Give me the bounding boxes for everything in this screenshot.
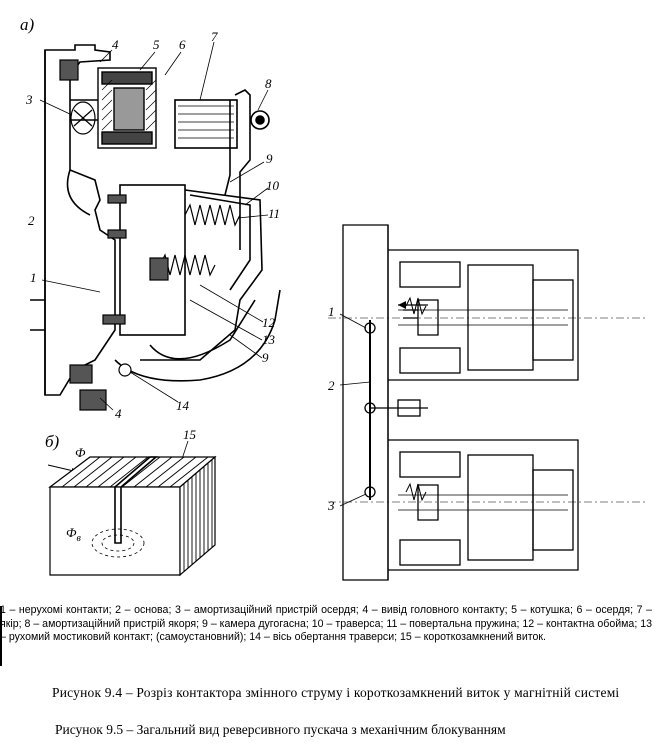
reversing-starter-drawing: 1 2 3 [327,224,648,581]
panel-label-a: а) [20,15,35,34]
starter-callout-1: 1 [328,304,335,319]
callout-14: 14 [176,398,190,413]
starter-callout-3: 3 [327,498,335,513]
margin-bar [0,606,2,666]
callout-8: 8 [265,76,272,91]
shorted-turn-drawing: б) Ф 15 Фв [45,427,217,577]
callout-7: 7 [211,29,218,44]
callout-4-bottom: 4 [115,406,122,421]
callout-9-bottom: 9 [262,350,269,365]
caption-figure-9-4: Рисунок 9.4 – Розріз контактора змінного… [52,685,620,700]
figure-legend: 1 – нерухомі контакти; 2 – основа; 3 – а… [0,604,652,644]
callout-12: 12 [262,315,276,330]
flux-sub-label: Фв [66,525,81,544]
starter-callout-2: 2 [328,378,335,393]
callout-10: 10 [266,178,280,193]
callout-15: 15 [183,427,197,442]
callout-9-top: 9 [266,151,273,166]
callout-6: 6 [179,37,186,52]
contactor-section-drawing: а) [20,15,281,421]
panel-label-b: б) [45,432,60,451]
callout-2: 2 [28,213,35,228]
callout-1: 1 [30,270,37,285]
callout-3: 3 [25,92,33,107]
callout-5: 5 [153,37,160,52]
caption-figure-9-5: Рисунок 9.5 – Загальний вид реверсивного… [55,722,506,737]
callout-13: 13 [262,332,276,347]
callout-4-top: 4 [112,37,119,52]
callout-11: 11 [268,206,280,221]
flux-label: Ф [75,445,86,460]
